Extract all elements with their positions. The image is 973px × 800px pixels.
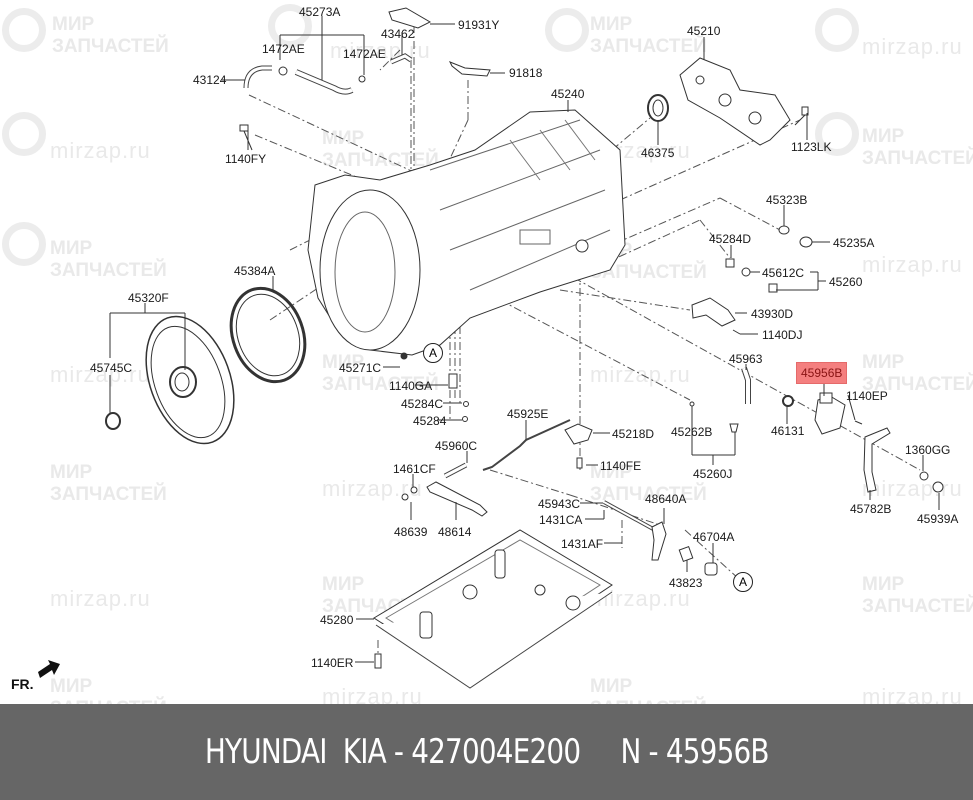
part-label-45210[interactable]: 45210 xyxy=(687,24,721,38)
part-label-46704A[interactable]: 46704A xyxy=(693,530,735,544)
part-label-45960C[interactable]: 45960C xyxy=(435,439,478,453)
part-label-43462[interactable]: 43462 xyxy=(381,27,415,41)
part-label-45612C[interactable]: 45612C xyxy=(762,266,805,280)
part-label-45280[interactable]: 45280 xyxy=(320,613,354,627)
part-label-1123LK[interactable]: 1123LK xyxy=(791,140,832,154)
watermark-logo-icon xyxy=(268,4,312,48)
part-label-45284C[interactable]: 45284C xyxy=(401,397,444,411)
part-label-45240[interactable]: 45240 xyxy=(551,87,585,101)
watermark-logo-icon xyxy=(2,112,46,156)
part-label-48640A[interactable]: 48640A xyxy=(645,492,687,506)
part-label-45925E[interactable]: 45925E xyxy=(507,407,549,421)
part-label-91931Y[interactable]: 91931Y xyxy=(458,18,500,32)
watermark-logo-icon xyxy=(2,8,46,52)
part-label-45271C[interactable]: 45271C xyxy=(339,361,382,375)
part-label-1140GA[interactable]: 1140GA xyxy=(389,379,433,393)
part-label-45745C[interactable]: 45745C xyxy=(90,361,133,375)
front-direction-arrow-icon xyxy=(38,660,60,678)
part-label-45782B[interactable]: 45782B xyxy=(850,502,892,516)
diagram-drawing xyxy=(38,7,944,689)
part-label-45273A[interactable]: 45273A xyxy=(299,5,341,19)
part-label-45235A[interactable]: 45235A xyxy=(833,236,875,250)
part-label-45284[interactable]: 45284 xyxy=(413,414,447,428)
part-label-45320F[interactable]: 45320F xyxy=(128,291,169,305)
part-label-46131[interactable]: 46131 xyxy=(771,424,805,438)
part-label-45323B[interactable]: 45323B xyxy=(766,193,808,207)
part-label-1472AE-left[interactable]: 1472AE xyxy=(262,42,305,56)
part-label-45284D[interactable]: 45284D xyxy=(709,232,752,246)
part-label-45939A[interactable]: 45939A xyxy=(917,512,959,526)
part-number-caption: HYUNDAI KIA - 427004E200 N - 45956B xyxy=(204,732,770,772)
part-label-43930D[interactable]: 43930D xyxy=(751,307,794,321)
part-label-1360GG[interactable]: 1360GG xyxy=(905,443,951,457)
part-label-1140ER[interactable]: 1140ER xyxy=(311,656,354,670)
front-direction-label: FR. xyxy=(11,676,34,692)
reference-marker-a: A xyxy=(423,343,443,363)
watermark-logo-icon xyxy=(2,222,46,266)
part-label-1472AE-right[interactable]: 1472AE xyxy=(343,47,386,61)
part-label-45262B[interactable]: 45262B xyxy=(671,425,713,439)
part-label-46375[interactable]: 46375 xyxy=(641,146,675,160)
part-label-1431AF[interactable]: 1431AF xyxy=(561,537,604,551)
part-label-48639[interactable]: 48639 xyxy=(394,525,428,539)
part-label-45963[interactable]: 45963 xyxy=(729,352,763,366)
part-number-caption-bar: HYUNDAI KIA - 427004E200 N - 45956B xyxy=(0,704,973,800)
part-label-45260[interactable]: 45260 xyxy=(829,275,863,289)
watermark-logo-icon xyxy=(545,8,589,52)
part-label-45943C[interactable]: 45943C xyxy=(538,497,581,511)
part-label-1431CA[interactable]: 1431CA xyxy=(539,513,583,527)
part-label-48614[interactable]: 48614 xyxy=(438,525,472,539)
part-label-45956B-highlighted[interactable]: 45956B xyxy=(796,362,848,384)
reference-marker-a: A xyxy=(733,572,753,592)
part-label-45384A[interactable]: 45384A xyxy=(234,264,276,278)
watermark-logo-icon xyxy=(815,8,859,52)
part-label-1140FY[interactable]: 1140FY xyxy=(225,152,267,166)
part-label-43124[interactable]: 43124 xyxy=(193,73,227,87)
part-label-1140EP[interactable]: 1140EP xyxy=(846,389,888,403)
part-label-45260J[interactable]: 45260J xyxy=(693,467,733,481)
part-label-1140DJ[interactable]: 1140DJ xyxy=(762,328,803,342)
part-label-1461CF[interactable]: 1461CF xyxy=(393,462,436,476)
watermark-logo-icon xyxy=(815,112,859,156)
part-label-91818[interactable]: 91818 xyxy=(509,66,543,80)
part-label-1140FE[interactable]: 1140FE xyxy=(600,459,642,473)
part-label-43823[interactable]: 43823 xyxy=(669,576,703,590)
part-label-45218D[interactable]: 45218D xyxy=(612,427,655,441)
